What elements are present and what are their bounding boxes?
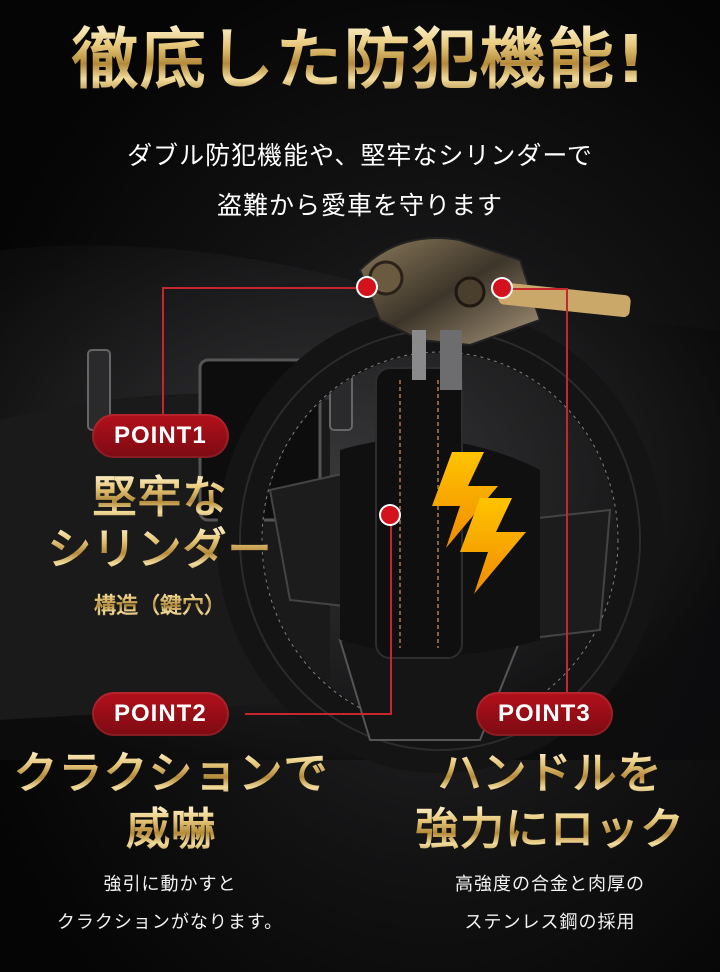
subheadline-line1: ダブル防犯機能や、堅牢なシリンダーで	[127, 141, 593, 170]
leader-point3	[502, 288, 568, 692]
subheadline-line2: 盗難から愛車を守ります	[216, 191, 503, 220]
marker-dot-lock	[493, 279, 511, 297]
leader-point1	[162, 287, 369, 424]
point2-badge: POINT2	[92, 692, 229, 736]
point3-title-line1: ハンドルを	[380, 748, 720, 801]
point1-subtitle: 構造（鍵穴）	[30, 588, 290, 620]
point3-badge: POINT3	[476, 692, 613, 736]
leader-point2-h	[245, 713, 392, 717]
point2-desc-line1: 強引に動かすと	[103, 874, 237, 895]
point3-desc-line2: ステンレス鋼の採用	[464, 912, 636, 933]
point1-title-line2: シリンダー	[30, 524, 290, 577]
point1-title-line1: 堅牢な	[30, 472, 290, 525]
lightning-icon	[432, 452, 498, 548]
point3-desc-line1: 高強度の合金と肉厚の	[455, 874, 645, 895]
marker-dot-horn	[381, 506, 399, 524]
marker-dot-cylinder	[358, 278, 376, 296]
point3-title-line2: 強力にロック	[380, 804, 720, 857]
point2-title-line2: 威嚇	[6, 804, 336, 857]
point1-badge: POINT1	[92, 414, 229, 458]
leader-point2	[390, 515, 394, 715]
point2-desc-line2: クラクションがなります。	[56, 912, 284, 933]
point2-title-line1: クラクションで	[6, 748, 336, 801]
headline: 徹底した防犯機能!	[0, 22, 720, 98]
